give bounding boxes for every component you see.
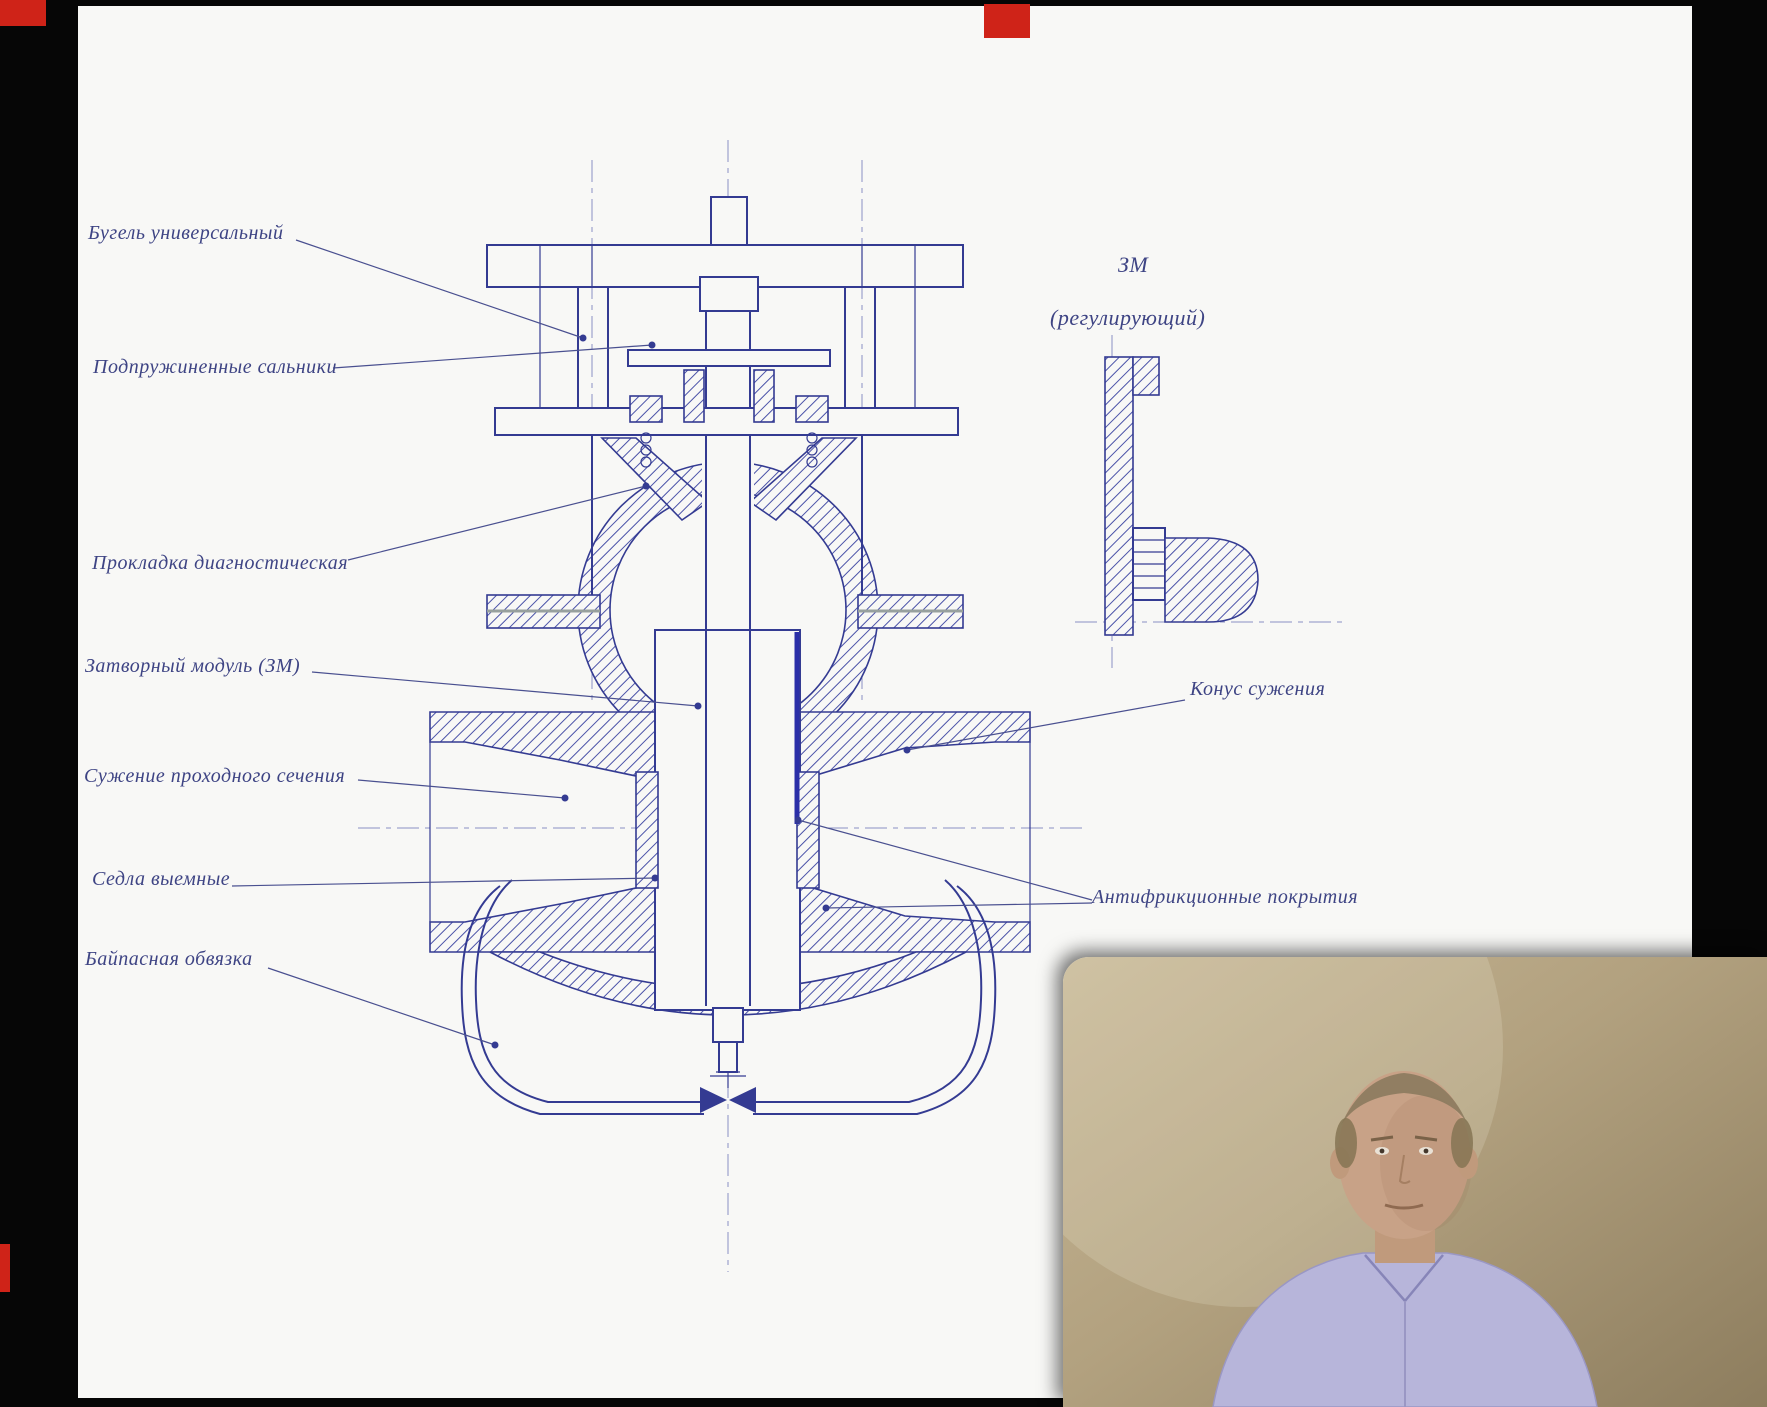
- label-bore-narrowing: Сужение проходного сечения: [84, 765, 346, 787]
- label-bypass-piping: Байпасная обвязка: [85, 948, 253, 970]
- right-pupil: [1423, 1148, 1429, 1154]
- label-detail-title: ЗМ: [1118, 252, 1149, 277]
- right-eyebrow: [1414, 1135, 1438, 1142]
- label-shutoff-module: Затворный модуль (ЗМ): [85, 655, 301, 677]
- label-narrowing-cone: Конус сужения: [1190, 678, 1326, 700]
- presenter-person: [1212, 1071, 1598, 1407]
- label-diagnostic-gasket: Прокладка диагностическая: [92, 552, 348, 574]
- red-marker-bottom-left: [0, 1244, 10, 1292]
- red-marker-top-right: [984, 4, 1030, 38]
- label-removable-seats: Седла выемные: [92, 868, 231, 890]
- hair: [1341, 1073, 1467, 1125]
- label-universal-yoke: Бугель универсальный: [88, 222, 284, 244]
- hair-left: [1335, 1118, 1357, 1168]
- mouth: [1384, 1203, 1424, 1210]
- face-shading: [1380, 1095, 1472, 1231]
- nose: [1398, 1154, 1411, 1184]
- red-marker-top-left: [0, 0, 46, 26]
- hair-right: [1451, 1118, 1473, 1168]
- left-eyebrow: [1370, 1135, 1394, 1142]
- presenter-video: [1063, 957, 1598, 1407]
- label-spring-glands: Подпружиненные сальники: [93, 356, 338, 378]
- webcam-overlay[interactable]: [1063, 957, 1767, 1407]
- label-detail-subtitle: (регулирующий): [1050, 305, 1206, 330]
- label-antifriction-coatings: Антифрикционные покрытия: [1092, 886, 1359, 908]
- left-pupil: [1379, 1148, 1385, 1154]
